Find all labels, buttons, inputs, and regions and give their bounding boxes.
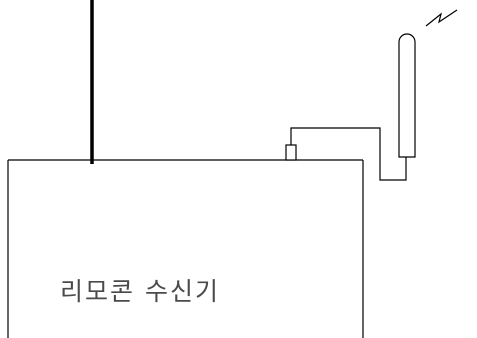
antenna-cable <box>290 127 407 181</box>
receiver-box <box>7 159 364 338</box>
antenna-rod <box>398 33 416 158</box>
receiver-label: 리모콘 수신기 <box>60 277 220 306</box>
wireless-signal-icon <box>425 9 458 27</box>
antenna-connector <box>285 144 297 161</box>
